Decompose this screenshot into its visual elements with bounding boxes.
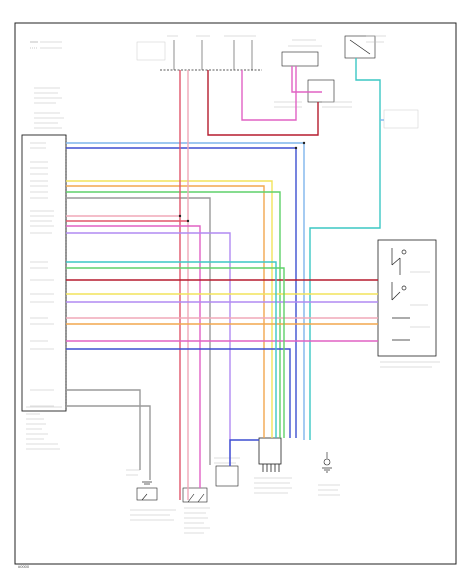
wires — [66, 58, 384, 500]
relay-contacts — [391, 248, 410, 341]
splice-dots — [178, 141, 306, 223]
wire-grey-3 — [66, 405, 151, 480]
wire-grey-2 — [66, 389, 141, 470]
wire-yellow-1 — [66, 180, 273, 438]
top-power-sources — [136, 35, 262, 71]
module-pin-labels — [30, 142, 54, 407]
wire-magenta-2 — [66, 225, 201, 488]
wire-pink-2 — [291, 66, 322, 93]
bottom-connector-block — [258, 437, 282, 465]
right-relay-module — [377, 239, 437, 357]
bottom-components — [136, 458, 331, 503]
top-right-switches — [274, 35, 419, 129]
wire-light-blue-1 — [66, 142, 305, 440]
wire-orange-1 — [66, 185, 265, 438]
wire-green-2 — [66, 267, 285, 438]
bottom-component-labels — [126, 457, 340, 534]
module-header-lines — [34, 87, 64, 129]
wire-blue-3 — [229, 439, 259, 466]
wire-magenta-1 — [241, 66, 297, 121]
wire-cyan-1 — [309, 58, 381, 440]
wire-green-1 — [66, 191, 281, 438]
relay-module-labels — [380, 271, 440, 368]
bottom-connector-pins — [262, 464, 280, 472]
control-module — [21, 134, 67, 412]
figure-id: #0000 — [18, 564, 30, 569]
legend — [30, 41, 62, 49]
wire-dark-red-1 — [207, 70, 319, 136]
wire-cyan-2 — [66, 261, 277, 438]
module-footer-lines — [26, 406, 62, 450]
wire-grey-1 — [66, 197, 211, 465]
diagram-frame — [14, 22, 457, 565]
ground-symbol-icon — [142, 467, 332, 485]
wire-violet-1 — [66, 232, 231, 466]
wire-blue-2 — [66, 348, 291, 438]
